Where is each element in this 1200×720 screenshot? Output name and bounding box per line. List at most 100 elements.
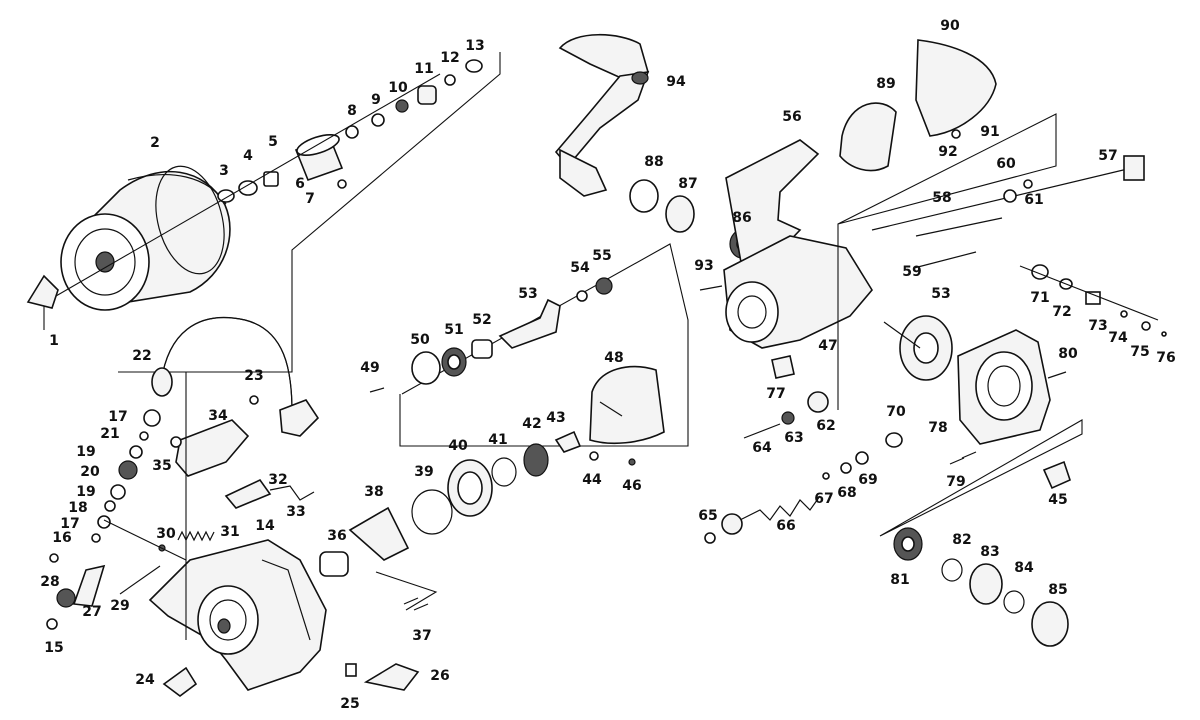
callout-label-88: 88 — [644, 154, 663, 170]
callout-label-86: 86 — [732, 210, 751, 226]
callout-label-36: 36 — [327, 528, 346, 544]
callout-label-75: 75 — [1130, 344, 1149, 360]
callout-label-19: 19 — [76, 444, 95, 460]
callout-label-2: 2 — [150, 135, 160, 151]
callout-label-38: 38 — [364, 484, 383, 500]
callout-label-68: 68 — [837, 485, 856, 501]
callout-label-62: 62 — [816, 418, 835, 434]
callout-label-21: 21 — [100, 426, 119, 442]
callout-label-35: 35 — [152, 458, 171, 474]
callout-label-49: 49 — [360, 360, 379, 376]
callout-label-92: 92 — [938, 144, 957, 160]
callout-label-85: 85 — [1048, 582, 1067, 598]
callout-label-67: 67 — [814, 491, 833, 507]
callout-label-24: 24 — [135, 672, 155, 688]
callout-label-79: 79 — [946, 474, 965, 490]
callout-label-90: 90 — [940, 18, 960, 34]
callout-label-23: 23 — [244, 368, 263, 384]
callout-label-91: 91 — [980, 124, 999, 140]
callout-label-8: 8 — [347, 103, 357, 119]
callout-label-60: 60 — [996, 156, 1016, 172]
callout-label-48: 48 — [604, 350, 623, 366]
callout-labels: 1234567891011121314151617171819192021222… — [40, 18, 1175, 712]
callout-label-15: 15 — [44, 640, 63, 656]
callout-label-56: 56 — [782, 109, 801, 125]
callout-label-71: 71 — [1030, 290, 1049, 306]
spool-assembly — [26, 52, 501, 373]
callout-label-93: 93 — [694, 258, 713, 274]
callout-label-11: 11 — [414, 61, 433, 77]
handle-assembly — [554, 33, 755, 259]
callout-label-33: 33 — [286, 504, 305, 520]
callout-label-81: 81 — [890, 572, 909, 588]
callout-label-78: 78 — [928, 420, 947, 436]
callout-label-44: 44 — [582, 472, 602, 488]
callout-label-7: 7 — [305, 191, 315, 207]
callout-label-47: 47 — [818, 338, 837, 354]
callout-label-61: 61 — [1024, 192, 1043, 208]
callout-label-1: 1 — [49, 333, 59, 349]
callout-label-31: 31 — [220, 524, 239, 540]
callout-label-17: 17 — [108, 409, 127, 425]
callout-label-53: 53 — [518, 286, 537, 302]
callout-label-26: 26 — [430, 668, 449, 684]
callout-label-65: 65 — [698, 508, 717, 524]
callout-label-34: 34 — [208, 408, 228, 424]
callout-label-41: 41 — [488, 432, 507, 448]
callout-label-55: 55 — [592, 248, 611, 264]
callout-label-45: 45 — [1048, 492, 1067, 508]
callout-label-39: 39 — [414, 464, 433, 480]
callout-label-64: 64 — [752, 440, 772, 456]
callout-label-4: 4 — [243, 148, 253, 164]
callout-label-30: 30 — [156, 526, 176, 542]
callout-label-89: 89 — [876, 76, 895, 92]
callout-label-32: 32 — [268, 472, 287, 488]
callout-label-87: 87 — [678, 176, 697, 192]
callout-label-82: 82 — [952, 532, 971, 548]
callout-label-84: 84 — [1014, 560, 1034, 576]
callout-label-18: 18 — [68, 500, 87, 516]
callout-label-59: 59 — [902, 264, 921, 280]
callout-label-27: 27 — [82, 604, 101, 620]
callout-label-53: 53 — [931, 286, 950, 302]
callout-label-42: 42 — [522, 416, 541, 432]
callout-label-22: 22 — [132, 348, 151, 364]
callout-label-70: 70 — [886, 404, 906, 420]
bail-rotor-assembly — [46, 316, 420, 697]
callout-label-83: 83 — [980, 544, 999, 560]
callout-label-40: 40 — [448, 438, 468, 454]
callout-label-9: 9 — [371, 92, 381, 108]
callout-label-43: 43 — [546, 410, 565, 426]
callout-label-77: 77 — [766, 386, 785, 402]
callout-label-76: 76 — [1156, 350, 1175, 366]
callout-label-17: 17 — [60, 516, 79, 532]
callout-label-72: 72 — [1052, 304, 1071, 320]
callout-label-66: 66 — [776, 518, 795, 534]
callout-label-14: 14 — [255, 518, 275, 534]
callout-label-5: 5 — [268, 134, 278, 150]
callout-label-12: 12 — [440, 50, 459, 66]
callout-label-80: 80 — [1058, 346, 1078, 362]
side-cover-assembly — [839, 39, 1167, 337]
callout-label-69: 69 — [858, 472, 877, 488]
pinion-assembly — [319, 243, 689, 611]
callout-label-51: 51 — [444, 322, 463, 338]
callout-label-52: 52 — [472, 312, 491, 328]
callout-label-37: 37 — [412, 628, 431, 644]
callout-label-13: 13 — [465, 38, 484, 54]
callout-label-73: 73 — [1088, 318, 1107, 334]
callout-label-74: 74 — [1108, 330, 1128, 346]
callout-label-63: 63 — [784, 430, 803, 446]
callout-label-3: 3 — [219, 163, 229, 179]
callout-label-10: 10 — [388, 80, 408, 96]
callout-label-20: 20 — [80, 464, 100, 480]
callout-label-29: 29 — [110, 598, 129, 614]
callout-label-25: 25 — [340, 696, 359, 712]
callout-label-58: 58 — [932, 190, 951, 206]
callout-label-57: 57 — [1098, 148, 1117, 164]
callout-label-16: 16 — [52, 530, 71, 546]
callout-label-46: 46 — [622, 478, 641, 494]
worm-shaft-assembly — [704, 329, 1083, 647]
callout-label-28: 28 — [40, 574, 59, 590]
